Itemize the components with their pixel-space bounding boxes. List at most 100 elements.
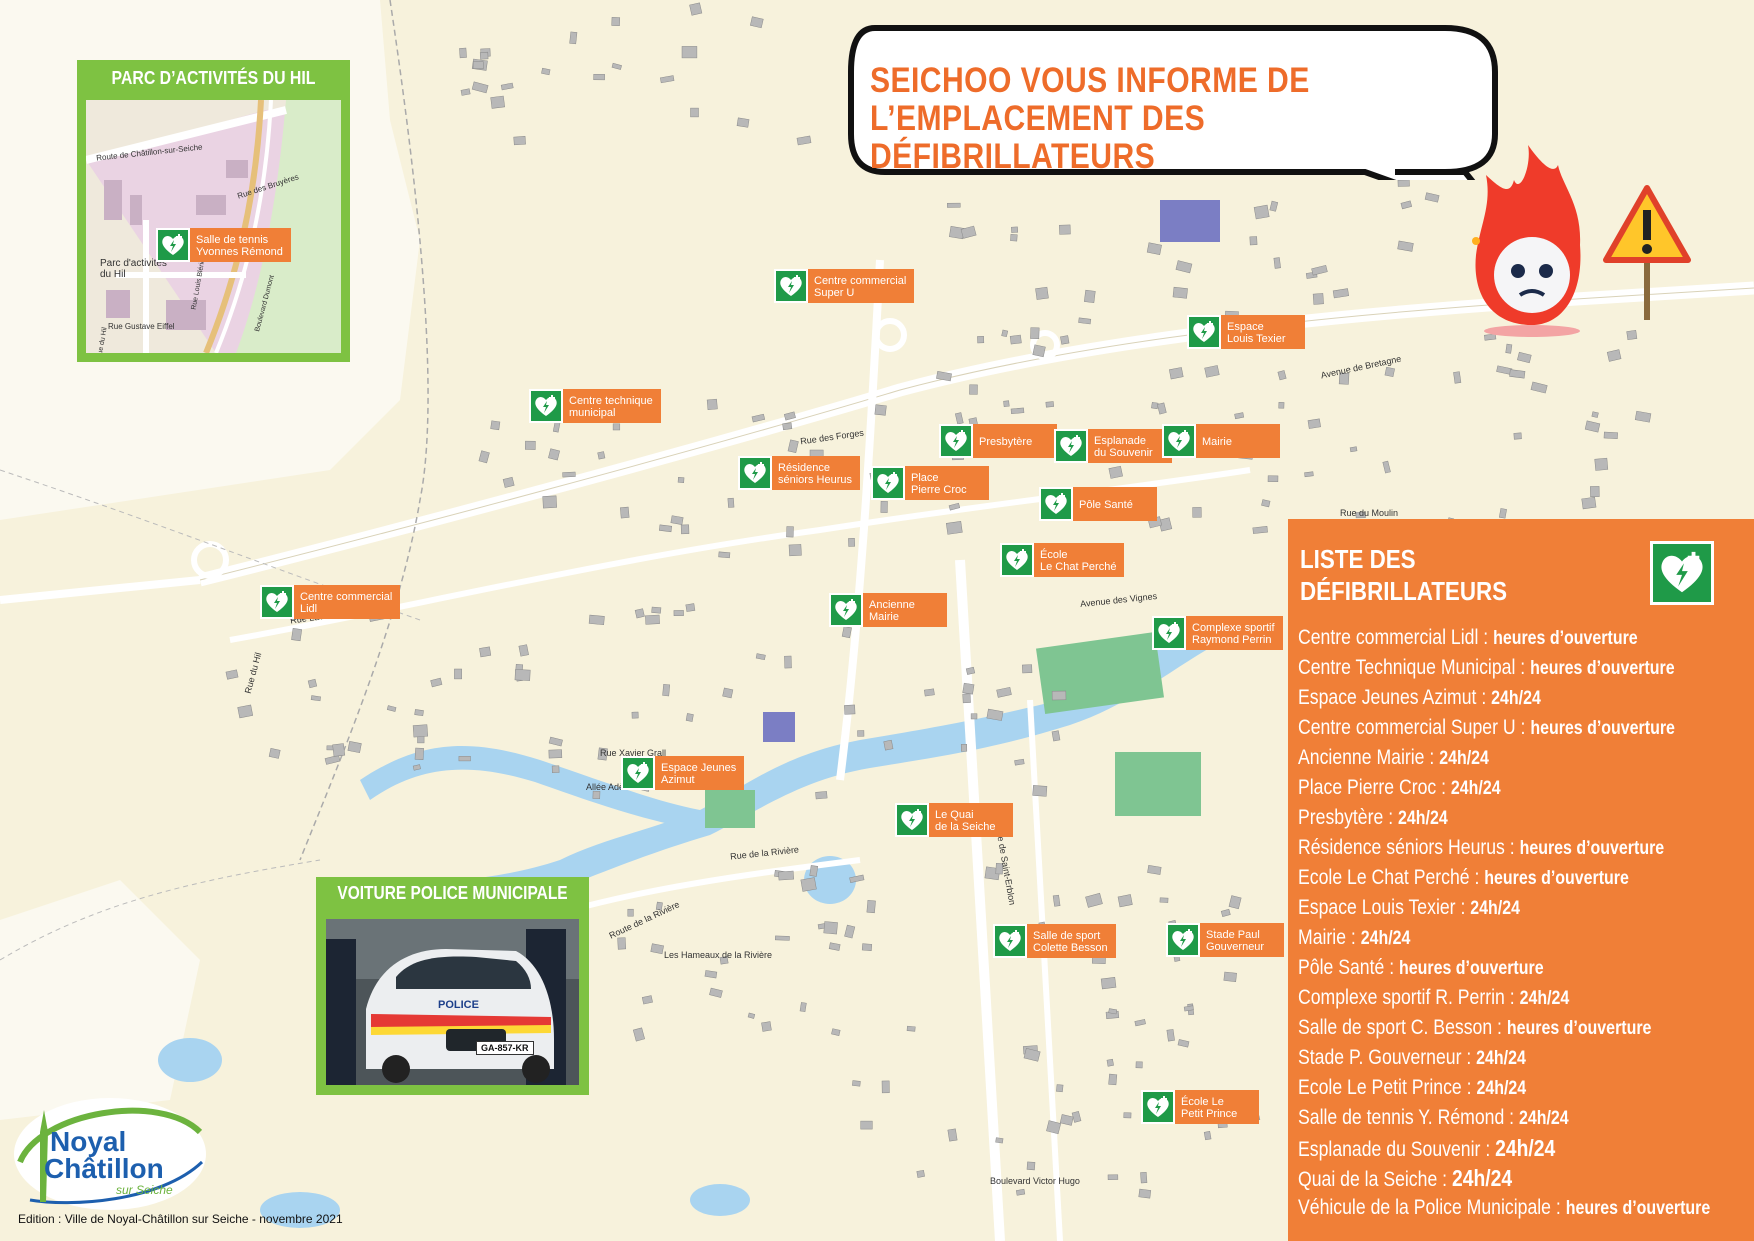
defibrillator-icon xyxy=(774,269,808,303)
building xyxy=(332,743,346,757)
building xyxy=(948,502,961,511)
building xyxy=(1384,366,1395,378)
list-item-name: Salle de tennis Y. Rémond : xyxy=(1298,1106,1519,1129)
aed-marker[interactable]: Stade Paul Gouverneur xyxy=(1166,923,1284,957)
defibrillator-icon xyxy=(621,756,655,790)
aed-marker-label: Pôle Santé xyxy=(1073,487,1157,521)
list-item-hours: 24h/24 xyxy=(1495,1135,1556,1161)
building xyxy=(1203,1130,1212,1141)
building xyxy=(1166,1029,1175,1042)
inset-title: PARC D’ACTIVITÉS DU HIL xyxy=(111,68,316,88)
aed-marker[interactable]: Le Quai de la Seiche xyxy=(895,803,1013,837)
logo-text-chatillon: Châtillon xyxy=(44,1153,164,1184)
building xyxy=(828,942,841,951)
building xyxy=(706,398,718,411)
building xyxy=(542,495,557,509)
building xyxy=(1146,242,1162,255)
street-label: Rue du Moulin xyxy=(1340,508,1399,518)
aed-marker[interactable]: Centre commercial Lidl xyxy=(260,585,401,619)
aed-marker[interactable]: Centre commercial Super U xyxy=(774,269,915,303)
aed-marker[interactable]: École Le Petit Prince xyxy=(1141,1090,1259,1124)
building xyxy=(650,943,664,955)
building xyxy=(689,2,703,16)
list-item-hours: 24h/24 xyxy=(1491,688,1541,709)
list-item: Presbytère : 24h/24 xyxy=(1298,803,1718,833)
building xyxy=(611,62,622,70)
aed-marker[interactable]: Esplanade du Souvenir xyxy=(1054,429,1172,463)
building xyxy=(960,744,968,752)
building xyxy=(1603,431,1618,439)
aed-marker-label: Espace Louis Texier xyxy=(1221,315,1305,349)
aed-marker[interactable]: Pôle Santé xyxy=(1039,487,1157,521)
list-item: Véhicule de la Police Municipale : heure… xyxy=(1298,1193,1718,1223)
building xyxy=(225,669,239,680)
list-item: Ecole Le Petit Prince : 24h/24 xyxy=(1298,1073,1718,1103)
inset-street-label: Parc d'activités du Hil xyxy=(100,258,167,280)
building xyxy=(995,862,1004,875)
building xyxy=(809,865,819,877)
building xyxy=(1106,1058,1114,1067)
building xyxy=(1606,349,1622,362)
building xyxy=(459,47,467,59)
building xyxy=(479,646,492,658)
building xyxy=(479,51,489,60)
aed-marker[interactable]: Ancienne Mairie xyxy=(829,593,947,627)
building xyxy=(799,1002,807,1013)
list-item-name: Esplanade du Souvenir : xyxy=(1298,1138,1496,1161)
building xyxy=(1591,411,1599,418)
aed-marker[interactable]: Espace Jeunes Azimut xyxy=(621,756,745,790)
building xyxy=(471,81,489,94)
list-item: Complexe sportif R. Perrin : 24h/24 xyxy=(1298,983,1718,1013)
aed-marker[interactable]: Salle de sport Colette Besson xyxy=(993,924,1116,958)
defibrillator-icon xyxy=(1187,315,1221,349)
building xyxy=(588,614,605,626)
aed-marker[interactable]: Presbytère xyxy=(939,424,1057,458)
aed-marker[interactable]: Mairie xyxy=(1162,424,1280,458)
logo-text-sur-seiche: sur Seiche xyxy=(116,1183,173,1197)
building xyxy=(1052,894,1061,907)
building xyxy=(924,688,935,697)
building xyxy=(996,686,1012,698)
building xyxy=(866,900,876,914)
list-item-hours: 24h/24 xyxy=(1398,808,1448,829)
building xyxy=(414,709,424,717)
aed-marker[interactable]: Complexe sportif Raymond Perrin xyxy=(1152,616,1283,650)
building xyxy=(1581,496,1597,510)
building xyxy=(1168,367,1184,380)
building xyxy=(631,711,639,719)
aed-marker-label: École Le Petit Prince xyxy=(1175,1090,1259,1124)
building xyxy=(906,1025,916,1032)
building xyxy=(655,901,663,911)
defibrillator-icon xyxy=(1054,429,1088,463)
aed-marker[interactable]: Place Pierre Croc xyxy=(871,466,989,500)
list-item: Stade P. Gouverneur : 24h/24 xyxy=(1298,1043,1718,1073)
building xyxy=(1594,457,1609,471)
building xyxy=(874,404,887,416)
building xyxy=(788,544,802,557)
defibrillator-icon xyxy=(1000,543,1034,577)
building xyxy=(945,521,963,535)
list-item-hours: 24h/24 xyxy=(1439,748,1489,769)
building xyxy=(1278,402,1285,409)
building xyxy=(1269,200,1279,212)
defibrillator-list: Centre commercial Lidl : heures d’ouvert… xyxy=(1298,623,1754,1223)
aed-marker[interactable]: École Le Chat Perché xyxy=(1000,543,1125,577)
list-item-hours: heures d’ouverture xyxy=(1484,868,1629,889)
defibrillator-icon xyxy=(1166,923,1200,957)
aed-marker-label: Résidence séniors Heurus xyxy=(772,456,860,490)
building xyxy=(718,551,731,559)
building xyxy=(977,336,985,344)
building xyxy=(1014,758,1025,766)
building xyxy=(947,202,961,208)
list-item-name: Complexe sportif R. Perrin : xyxy=(1298,986,1520,1009)
building xyxy=(1307,418,1321,429)
building xyxy=(632,1027,646,1042)
list-item-name: Centre commercial Lidl : xyxy=(1298,626,1494,649)
aed-marker[interactable]: Salle de tennis Yvonnes Rémond xyxy=(156,228,291,262)
aed-marker[interactable]: Espace Louis Texier xyxy=(1187,315,1305,349)
building xyxy=(617,937,627,950)
defibrillator-icon xyxy=(1152,616,1186,650)
aed-marker[interactable]: Centre technique municipal xyxy=(529,389,661,423)
inset-street-label: Rue Gustave Eiffel xyxy=(108,322,175,331)
aed-marker[interactable]: Résidence séniors Heurus xyxy=(738,456,860,490)
